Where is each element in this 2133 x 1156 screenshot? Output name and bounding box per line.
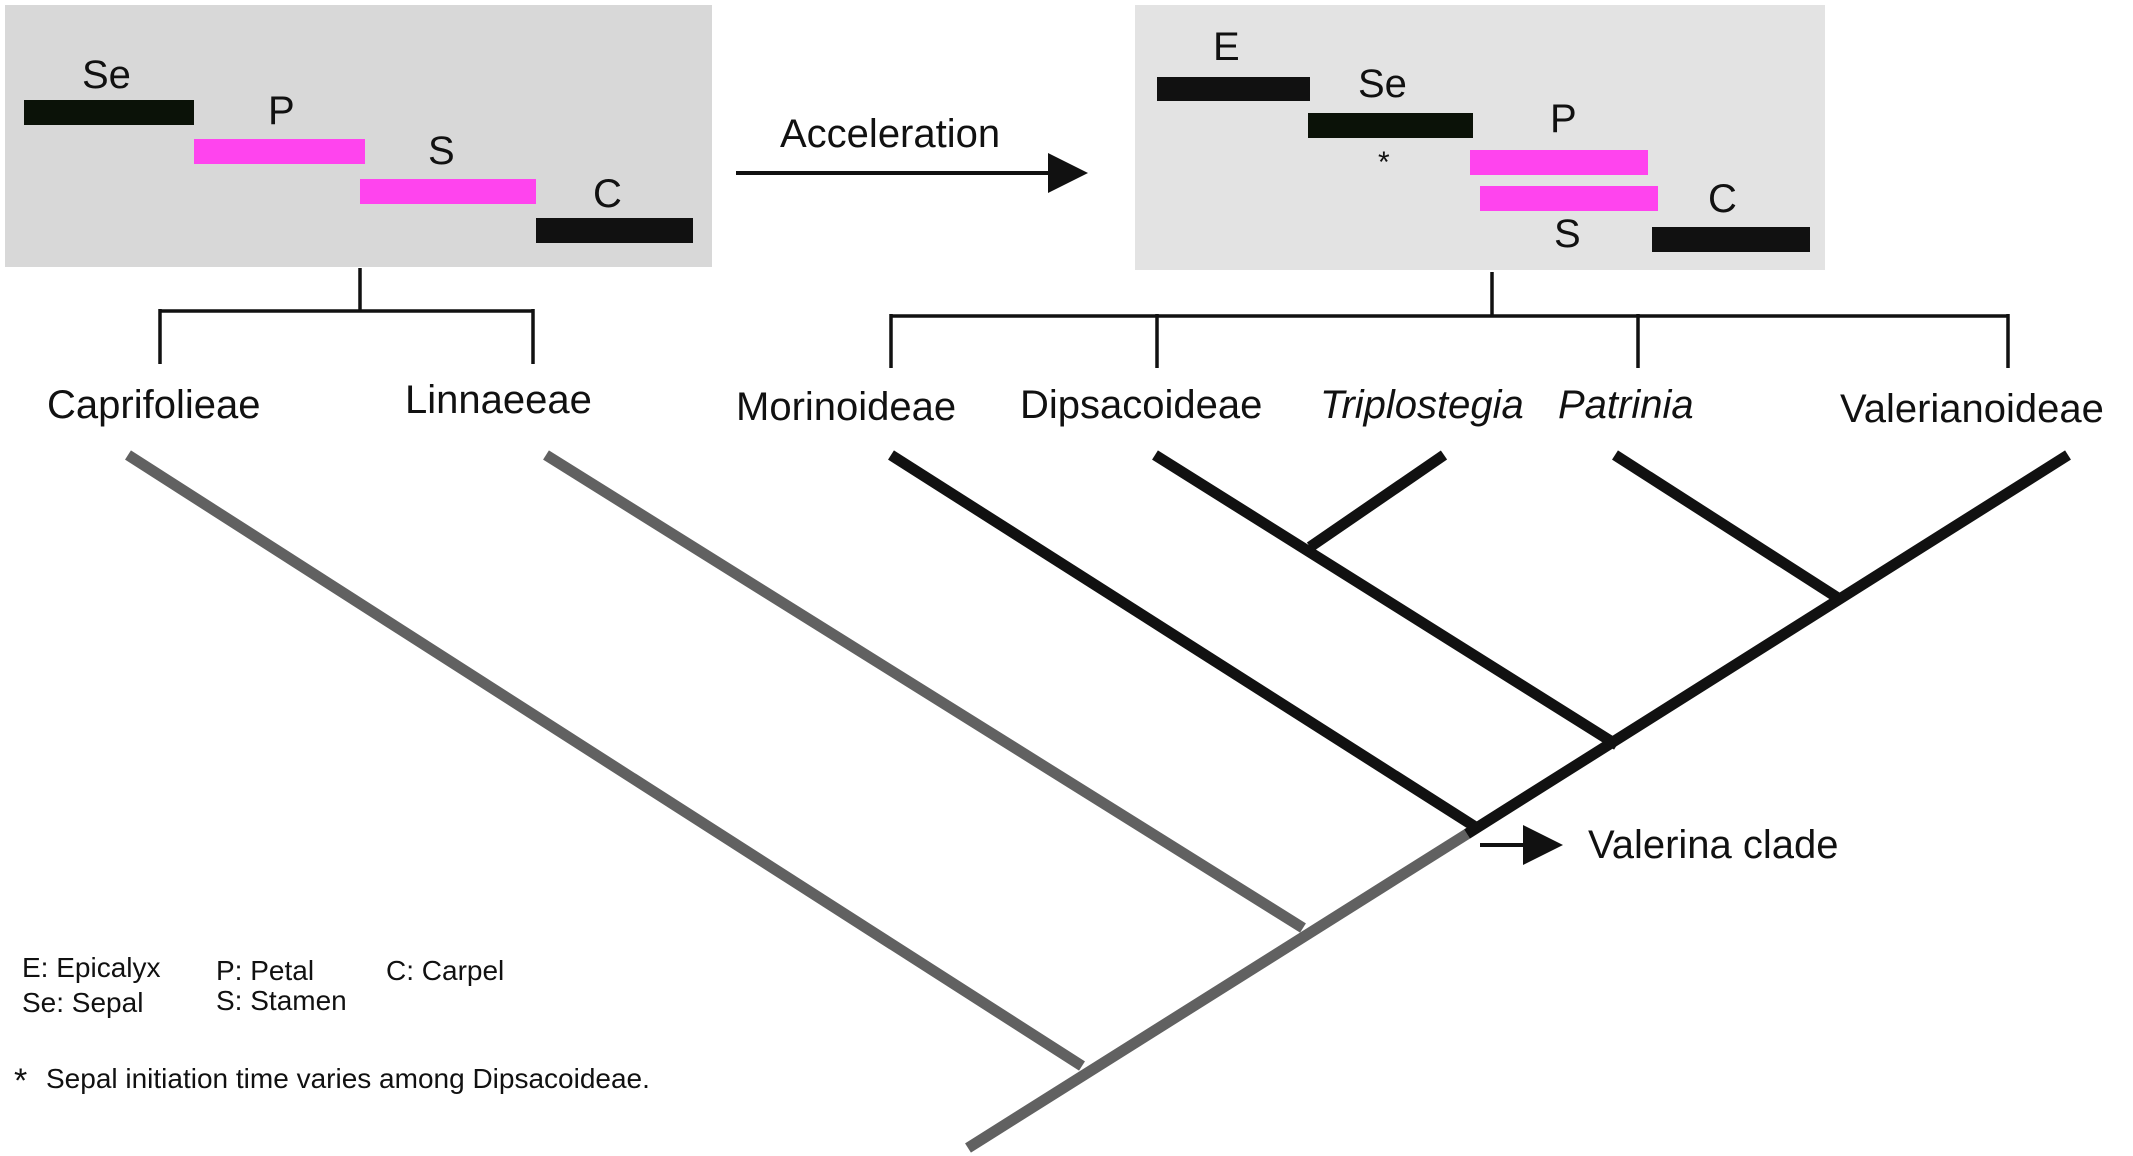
taxon-triplostegia: Triplostegia xyxy=(1320,383,1524,427)
taxon-patrinia: Patrinia xyxy=(1558,383,1694,427)
right-stamen-bar xyxy=(1480,186,1658,211)
branch-stem xyxy=(965,829,1470,1153)
legend-stamen: S: Stamen xyxy=(216,985,347,1016)
left-stamen-bar xyxy=(360,179,536,204)
right-timing-panel: E Se P S C * xyxy=(1135,5,1825,270)
left-carpel-label: C xyxy=(593,172,622,216)
tree-basal-branches xyxy=(125,450,1470,1153)
footnote-text: Sepal initiation time varies among Dipsa… xyxy=(46,1063,650,1094)
footnote-asterisk: * xyxy=(14,1062,27,1100)
right-sepal-asterisk: * xyxy=(1378,146,1390,179)
taxon-morinoideae: Morinoideae xyxy=(736,385,956,429)
acceleration-arrow: Acceleration xyxy=(736,112,1088,193)
branch-valerina-backbone xyxy=(1464,450,2071,839)
left-bracket xyxy=(158,268,535,364)
branch-patrinia xyxy=(1612,450,1841,603)
left-petal-label: P xyxy=(268,89,295,133)
valerina-clade-pointer: Valerina clade xyxy=(1480,823,1839,867)
branch-linnaeeae xyxy=(543,450,1306,933)
taxon-dipsacoideae: Dipsacoideae xyxy=(1020,383,1262,427)
left-timing-panel: Se P S C xyxy=(5,5,712,267)
left-sepal-bar xyxy=(24,100,194,125)
branch-dipsacoideae xyxy=(1152,450,1620,750)
right-epicalyx-label: E xyxy=(1213,25,1240,69)
right-sepal-label: Se xyxy=(1358,62,1407,106)
left-sepal-label: Se xyxy=(82,53,131,97)
right-panel-background xyxy=(1135,5,1825,270)
left-stamen-label: S xyxy=(428,129,455,173)
taxon-valerianoideae: Valerianoideae xyxy=(1840,387,2104,431)
taxon-caprifolieae: Caprifolieae xyxy=(47,383,260,427)
legend-carpel: C: Carpel xyxy=(386,955,504,986)
right-stamen-label: S xyxy=(1554,212,1581,256)
branch-triplostegia xyxy=(1306,450,1448,552)
left-carpel-bar xyxy=(536,218,693,243)
right-sepal-bar xyxy=(1308,113,1473,138)
legend: E: Epicalyx Se: Sepal P: Petal S: Stamen… xyxy=(14,952,650,1100)
legend-petal: P: Petal xyxy=(216,955,314,986)
left-petal-bar xyxy=(194,139,365,164)
branch-morinoideae xyxy=(888,450,1480,833)
valerina-clade-label: Valerina clade xyxy=(1588,823,1839,867)
right-bracket xyxy=(889,272,2010,368)
taxon-linnaeeae: Linnaeeae xyxy=(405,378,592,422)
right-petal-label: P xyxy=(1550,97,1577,141)
branch-caprifolieae xyxy=(125,450,1085,1071)
legend-epicalyx: E: Epicalyx xyxy=(22,952,161,983)
right-epicalyx-bar xyxy=(1157,77,1310,101)
tree-valerina-branches xyxy=(888,450,2071,839)
right-carpel-label: C xyxy=(1708,177,1737,221)
legend-sepal: Se: Sepal xyxy=(22,987,143,1018)
acceleration-label: Acceleration xyxy=(780,112,1000,156)
right-petal-bar xyxy=(1470,150,1648,175)
right-carpel-bar xyxy=(1652,227,1810,252)
